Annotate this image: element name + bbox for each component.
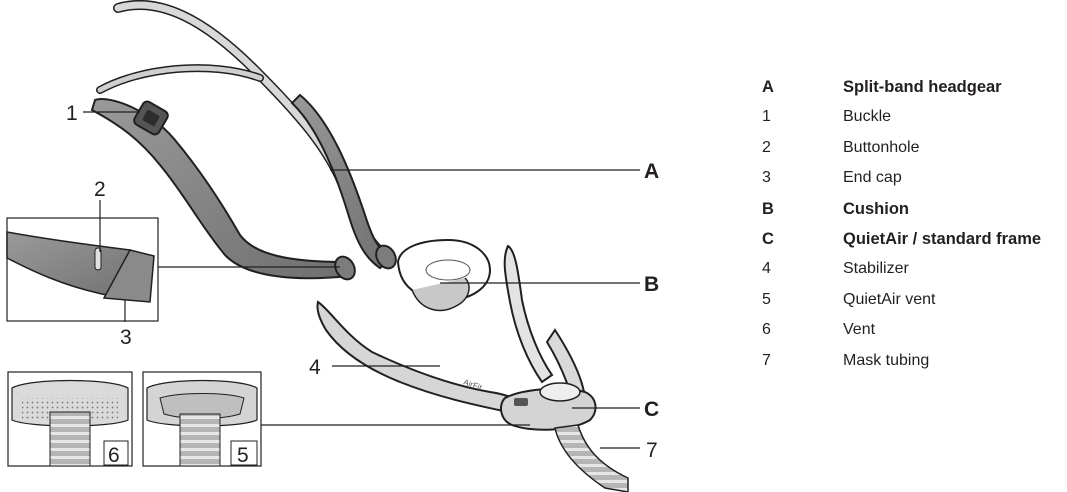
legend-row: A Split-band headgear <box>762 76 1062 106</box>
legend-key: A <box>762 76 774 98</box>
callout-b: B <box>644 273 659 296</box>
legend-row: 4 Stabilizer <box>762 258 1062 288</box>
legend-label: QuietAir / standard frame <box>843 228 1041 250</box>
legend-label: Mask tubing <box>843 350 929 372</box>
cushion <box>398 240 490 310</box>
legend-row: C QuietAir / standard frame <box>762 228 1062 258</box>
legend-label: Buttonhole <box>843 137 920 159</box>
legend-key: 2 <box>762 137 771 159</box>
legend-label: QuietAir vent <box>843 289 935 311</box>
legend-row: 6 Vent <box>762 319 1062 349</box>
legend-row: 7 Mask tubing <box>762 350 1062 380</box>
legend-label: End cap <box>843 167 902 189</box>
callout-4: 4 <box>309 356 321 379</box>
end-cap <box>331 253 359 283</box>
legend-key: 5 <box>762 289 771 311</box>
legend-label: Stabilizer <box>843 258 909 280</box>
callout-1: 1 <box>66 102 78 125</box>
mask-illustration: AirFit <box>0 0 700 492</box>
legend-key: 6 <box>762 319 771 341</box>
legend-label: Vent <box>843 319 875 341</box>
callout-3: 3 <box>120 326 132 349</box>
mask-tubing <box>555 425 628 492</box>
callout-2: 2 <box>94 178 106 201</box>
callout-a: A <box>644 160 659 183</box>
legend-row: 5 QuietAir vent <box>762 289 1062 319</box>
mask-assembly-diagram: AirFit <box>0 0 700 492</box>
legend-row: 2 Buttonhole <box>762 137 1062 167</box>
legend-row: B Cushion <box>762 198 1062 228</box>
legend-label: Buckle <box>843 106 891 128</box>
callout-5: 5 <box>237 444 249 467</box>
stabilizer <box>317 302 522 412</box>
legend-key: 7 <box>762 350 771 372</box>
legend-key: C <box>762 228 774 250</box>
legend-row: 1 Buckle <box>762 106 1062 136</box>
legend-row: 3 End cap <box>762 167 1062 197</box>
callout-7: 7 <box>646 439 658 462</box>
legend-label: Split-band headgear <box>843 76 1002 98</box>
legend-key: 3 <box>762 167 771 189</box>
parts-legend: A Split-band headgear 1 Buckle 2 Buttonhole 3 E… <box>762 76 1062 380</box>
legend-key: 4 <box>762 258 771 280</box>
callout-6: 6 <box>108 444 120 467</box>
legend-key: B <box>762 198 774 220</box>
legend-key: 1 <box>762 106 771 128</box>
legend-label: Cushion <box>843 198 909 220</box>
callout-c: C <box>644 398 659 421</box>
